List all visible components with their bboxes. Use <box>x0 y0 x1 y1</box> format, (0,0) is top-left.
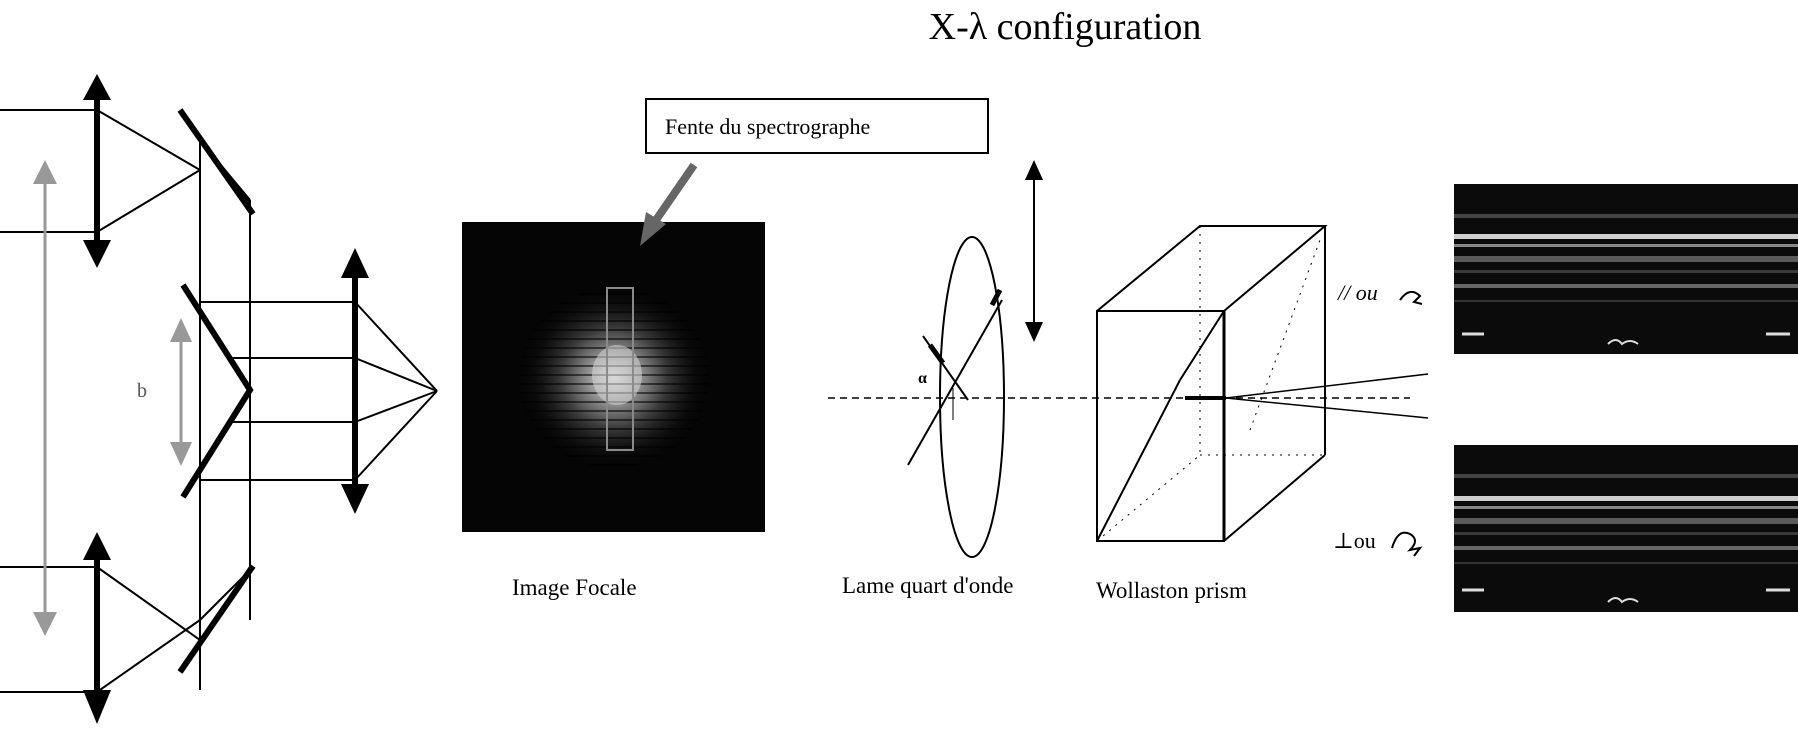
baseline-label: b <box>137 381 147 401</box>
telescope-bottom <box>0 532 253 724</box>
polarization-glyph-perpendicular <box>1392 533 1420 556</box>
focal-image <box>462 222 765 532</box>
quarter-wave-plate-label: Lame quart d'onde <box>842 574 1013 597</box>
lens-bottom-arrow-up <box>83 532 111 560</box>
polarization-glyph-parallel <box>1400 292 1422 304</box>
lens-bottom-arrow-down <box>83 690 111 724</box>
telescope-top <box>0 74 253 268</box>
perpendicular-output-label: ⊥ou <box>1333 530 1376 552</box>
angle-label: α <box>918 371 927 387</box>
slit-callout-box: Fente du spectrographe <box>645 98 989 154</box>
mirror-top <box>180 110 253 214</box>
focal-image-label: Image Focale <box>512 576 637 599</box>
slit-label: Fente du spectrographe <box>665 116 870 138</box>
diagram-title: X-λ configuration <box>0 8 1798 46</box>
spectrum-parallel <box>1454 184 1798 354</box>
focusing-lens <box>341 248 437 514</box>
beam-combiner <box>183 285 355 497</box>
wollaston-prism <box>1097 226 1428 541</box>
quarter-wave-plate <box>908 160 1043 557</box>
mirror-bottom <box>180 566 253 672</box>
spectrum-perpendicular <box>1454 445 1798 612</box>
lens-arrow-up <box>83 74 111 100</box>
parallel-output-label: // ou <box>1338 282 1378 304</box>
wollaston-prism-label: Wollaston prism <box>1096 579 1247 602</box>
lens-arrow-down <box>83 240 111 268</box>
